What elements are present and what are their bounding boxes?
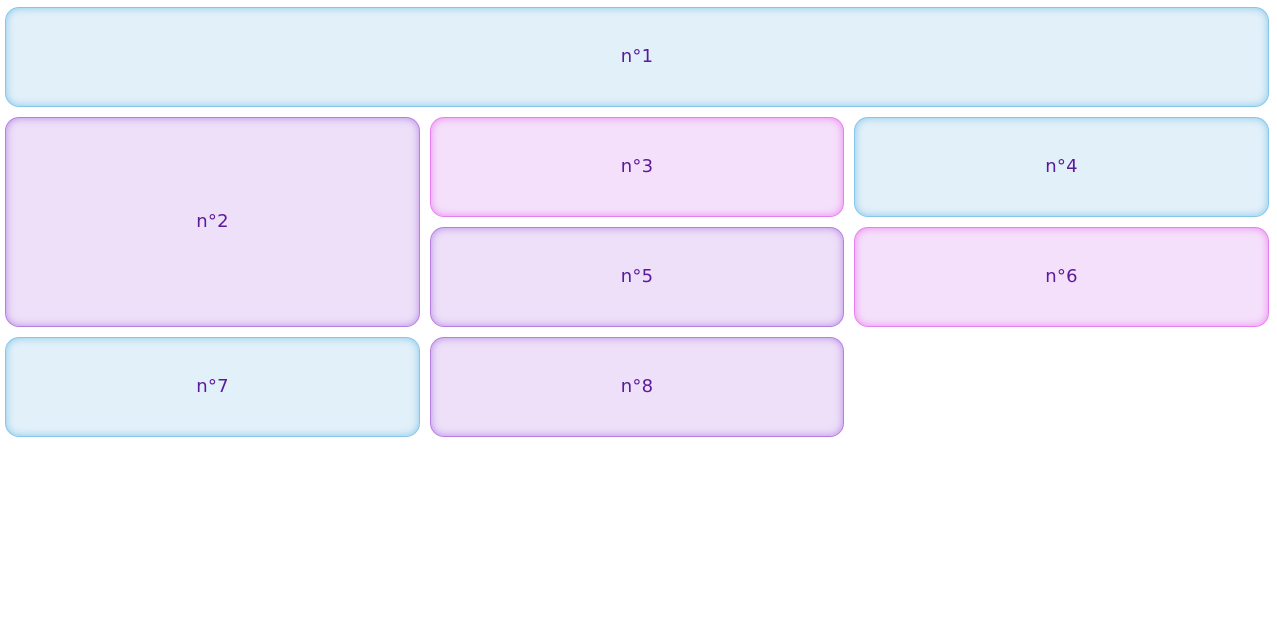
grid-item-5: n°5 [430, 227, 844, 327]
grid-item-label: n°4 [1045, 156, 1078, 177]
grid-item-label: n°5 [620, 266, 654, 287]
grid-item-label: n°7 [196, 376, 229, 397]
grid-item-label: n°3 [620, 156, 654, 177]
grid-item-label: n°6 [1045, 266, 1078, 287]
grid-item-label: n°8 [620, 376, 654, 397]
grid-item-6: n°6 [854, 227, 1269, 327]
grid-item-4: n°4 [854, 117, 1269, 217]
grid-item-label: n°1 [620, 46, 654, 67]
grid-item-2: n°2 [5, 117, 420, 327]
grid-item-8: n°8 [430, 337, 844, 437]
grid-item-label: n°2 [196, 211, 229, 232]
grid-item-1: n°1 [5, 7, 1269, 107]
grid-item-7: n°7 [5, 337, 420, 437]
grid-item-3: n°3 [430, 117, 844, 217]
